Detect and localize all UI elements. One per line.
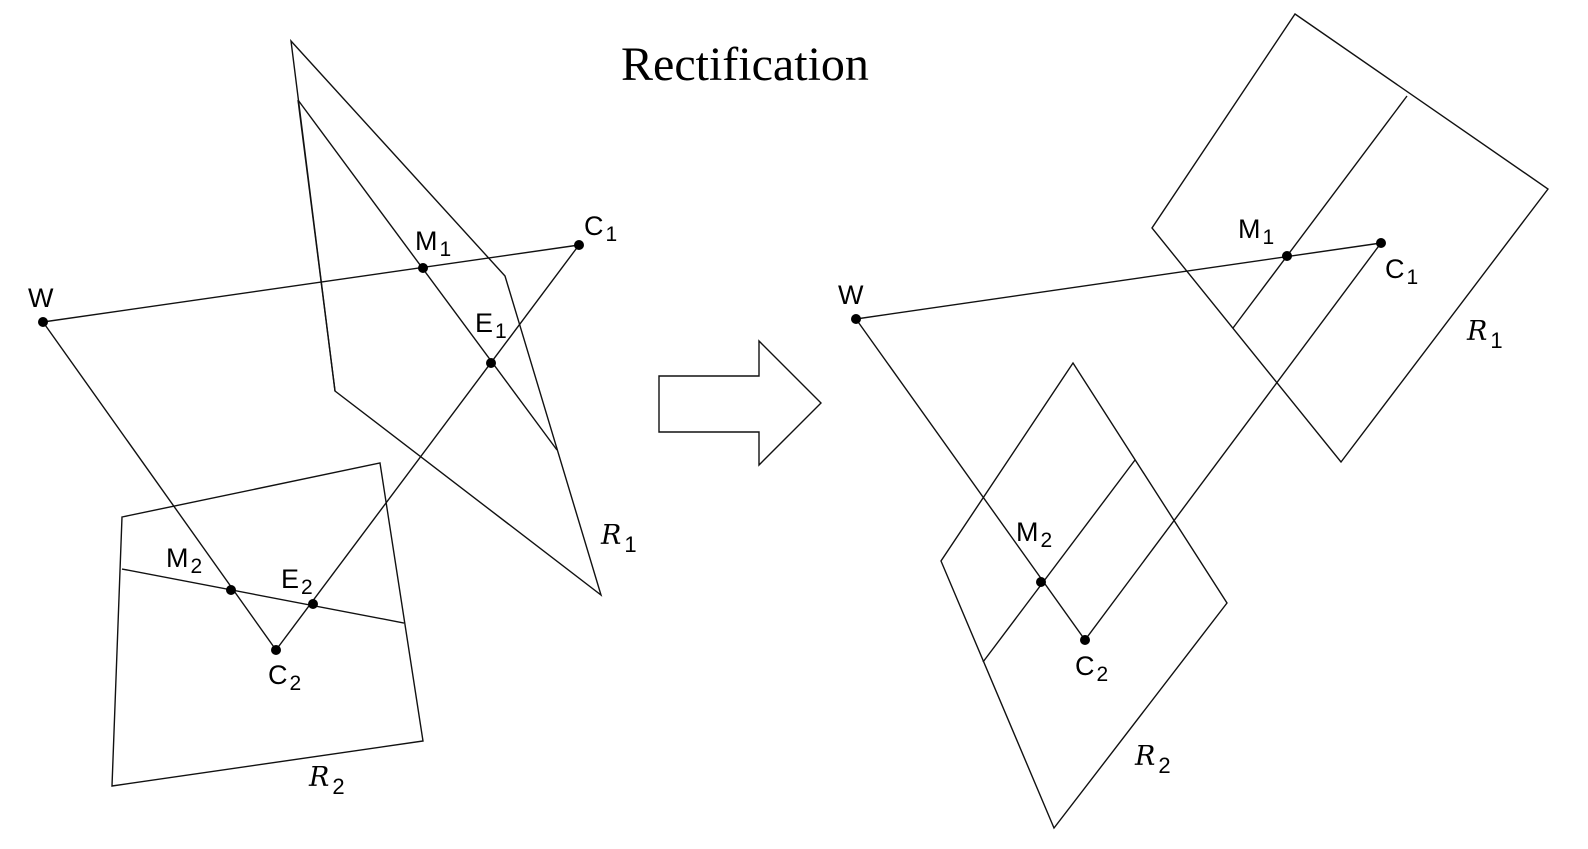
right-label-m1: M1 <box>1238 214 1274 249</box>
right-point-c2 <box>1080 635 1090 645</box>
right-point-m1 <box>1282 251 1292 261</box>
right-label-c2: C2 <box>1075 651 1108 686</box>
left-epipolar-line-r1 <box>297 99 558 451</box>
page-title: Rectification <box>621 38 869 91</box>
right-label-w: W <box>838 280 864 310</box>
left-ray-w-c2 <box>42 321 277 651</box>
left-point-w <box>38 317 48 327</box>
left-label-e1: E1 <box>475 308 507 343</box>
left-label-c2: C2 <box>268 660 301 695</box>
left-label-m1: M1 <box>415 226 451 261</box>
left-point-m1 <box>418 263 428 273</box>
right-plane-r2 <box>940 361 1228 830</box>
left-point-e2 <box>308 599 318 609</box>
right-baseline-c1-c2 <box>1084 242 1382 641</box>
left-point-m2 <box>226 585 236 595</box>
left-point-c1 <box>574 240 584 250</box>
left-epipolar-line-r2 <box>121 568 405 624</box>
left-ray-w-c1 <box>42 244 580 323</box>
left-plane-r1-inner-edge <box>297 99 336 392</box>
right-plane-r1 <box>1151 13 1549 464</box>
left-point-c2 <box>271 645 281 655</box>
right-point-w <box>851 314 861 324</box>
left-label-w: W <box>28 283 54 313</box>
right-ray-w-c1 <box>855 242 1382 320</box>
left-label-c1: C1 <box>584 211 617 246</box>
left-baseline-c1-c2 <box>275 244 580 651</box>
left-label-e2: E2 <box>281 564 313 599</box>
right-label-m2: M2 <box>1016 517 1052 552</box>
right-point-c1 <box>1376 238 1386 248</box>
left-plane-r2 <box>111 462 424 787</box>
left-plane-r1 <box>290 38 603 597</box>
left-label-m2: M2 <box>166 543 202 578</box>
right-label-c1: C1 <box>1385 254 1418 289</box>
right-ray-w-c2 <box>855 318 1086 641</box>
left-point-e1 <box>486 358 496 368</box>
right-epipolar-line-r2 <box>982 459 1136 663</box>
right-epipolar-line-r1 <box>1232 95 1408 329</box>
right-point-m2 <box>1036 577 1046 587</box>
right-arrow-icon <box>658 339 822 467</box>
